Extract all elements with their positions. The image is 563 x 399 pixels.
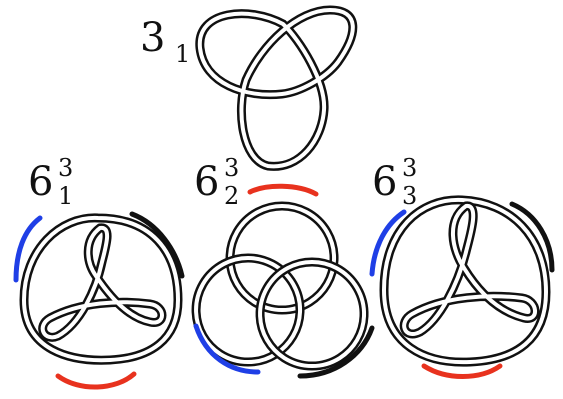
label-base: 6: [194, 159, 220, 205]
label-base: 6: [372, 159, 398, 205]
label-superscript: 3: [58, 154, 74, 182]
black-arc: [297, 325, 375, 379]
label-superscript: 3: [224, 154, 240, 182]
label-subscript: 1: [175, 40, 191, 68]
label-subscript: 1: [58, 182, 74, 210]
blue-arc: [369, 209, 407, 277]
label-base: 3: [140, 15, 166, 61]
blue-arc: [193, 323, 261, 375]
trefoil-knot: [195, 5, 358, 171]
red-arc: [421, 363, 503, 379]
label-subscript: 2: [224, 182, 240, 210]
label-subscript: 3: [402, 182, 418, 210]
link-6-3-1-diagram: [13, 211, 185, 390]
black-arc: [509, 201, 555, 273]
label-superscript: 3: [402, 154, 418, 182]
black-arc: [129, 211, 185, 279]
link-6-3-2-diagram: [191, 183, 375, 379]
red-arc: [55, 371, 137, 390]
link-6-3-3-diagram: [369, 195, 555, 379]
blue-arc: [13, 215, 43, 283]
red-arc: [247, 183, 319, 197]
label-base: 6: [28, 159, 54, 205]
